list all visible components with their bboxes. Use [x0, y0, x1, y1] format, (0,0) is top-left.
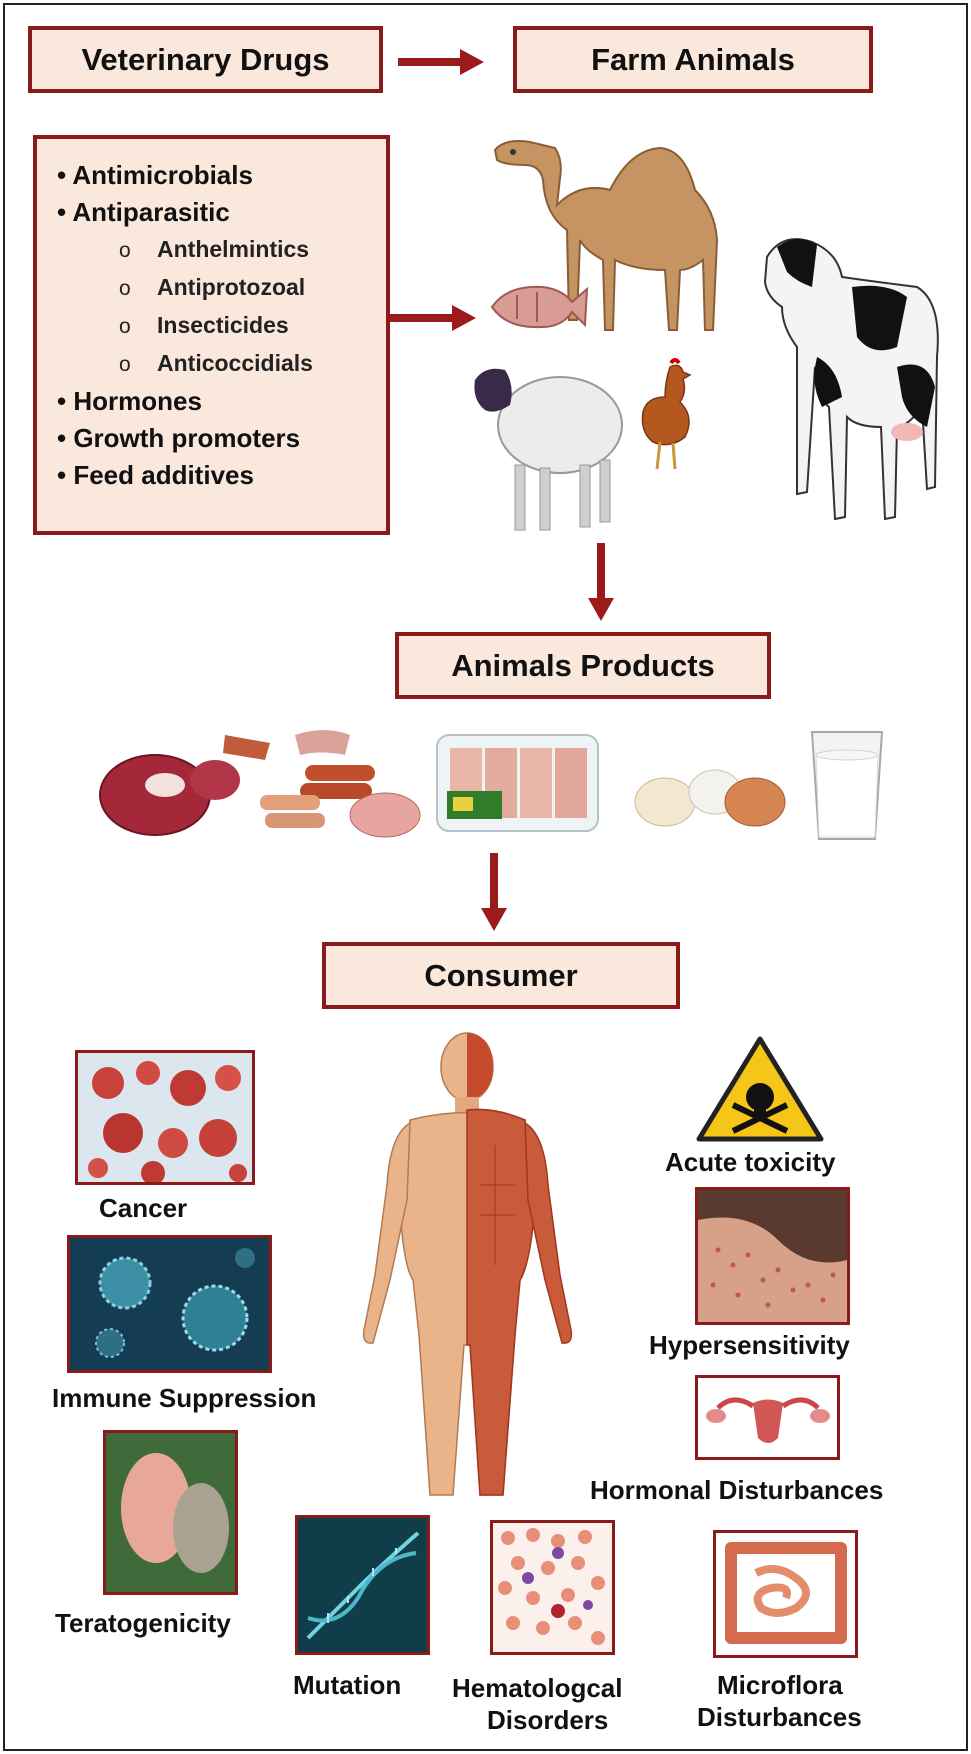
veterinary-drugs-box: Veterinary Drugs	[28, 26, 383, 93]
effect-hormonal-disturbances-label: Hormonal Disturbances	[588, 1475, 885, 1505]
acute-toxicity-warning-icon	[695, 1035, 825, 1143]
farm-animals-box: Farm Animals	[513, 26, 873, 93]
effect-hypersensitivity-label: Hypersensitivity	[647, 1330, 852, 1360]
effect-mutation-label: Mutation	[291, 1670, 403, 1700]
arrow-products-to-consumer	[479, 853, 509, 933]
consumer-box: Consumer	[322, 942, 680, 1009]
effect-microflora-label-2: Disturbances	[695, 1702, 864, 1732]
eggs-image	[630, 760, 790, 830]
sub-bullet: o	[119, 308, 157, 345]
effect-teratogenicity-label: Teratogenicity	[53, 1608, 233, 1638]
drug-class-item: • Hormones	[57, 383, 386, 420]
mutation-dna-image	[295, 1515, 430, 1655]
arrow-animals-to-products	[586, 543, 616, 623]
effect-microflora-label-1: Microflora	[715, 1670, 845, 1700]
effect-hematological-label-1: Hematologcal	[450, 1673, 625, 1703]
sub-bullet: o	[119, 232, 157, 269]
sub-bullet: o	[119, 270, 157, 307]
animal-products-title: Animals Products	[451, 648, 715, 684]
farm-animals-title: Farm Animals	[591, 42, 795, 78]
immune-suppression-image	[67, 1235, 272, 1373]
arrow-drugs-list-to-animals	[390, 303, 480, 333]
animal-products-box: Animals Products	[395, 632, 771, 699]
effect-acute-toxicity-label: Acute toxicity	[663, 1147, 838, 1177]
sheep-image	[470, 360, 630, 535]
diagram-frame: Veterinary Drugs Farm Animals • Antimicr…	[3, 3, 968, 1751]
cancer-cells-image	[75, 1050, 255, 1185]
sub-bullet: o	[119, 346, 157, 383]
milk-glass-image	[807, 727, 887, 845]
chicken-image	[635, 357, 695, 477]
human-anatomy-image	[345, 1025, 590, 1505]
hypersensitivity-image	[695, 1187, 850, 1325]
arrow-drugs-to-animals	[398, 47, 488, 77]
fish-image	[487, 277, 592, 337]
drug-class-item: • Growth promoters	[57, 420, 386, 457]
effect-cancer-label: Cancer	[97, 1193, 189, 1223]
drug-class-item: • Antiparasitic	[57, 194, 386, 231]
drug-class-item: • Feed additives	[57, 457, 386, 494]
packaged-chicken-image	[435, 733, 600, 833]
teratogenicity-image	[103, 1430, 238, 1595]
meat-products-image	[95, 715, 425, 845]
consumer-title: Consumer	[424, 958, 577, 994]
cow-image	[757, 227, 947, 532]
drug-class-item: • Antimicrobials	[57, 157, 386, 194]
veterinary-drugs-title: Veterinary Drugs	[81, 42, 329, 78]
microflora-intestine-image	[713, 1530, 858, 1658]
effect-hematological-label-2: Disorders	[485, 1705, 610, 1735]
effect-immune-suppression-label: Immune Suppression	[50, 1383, 318, 1413]
hormonal-disturbances-image	[695, 1375, 840, 1460]
hematological-image	[490, 1520, 615, 1655]
